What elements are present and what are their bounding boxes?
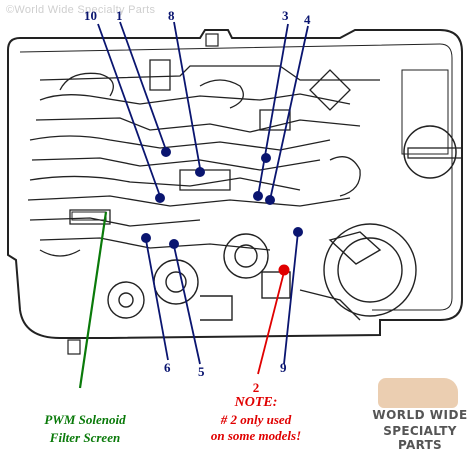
dot-8 xyxy=(195,167,205,177)
dot-2 xyxy=(278,264,290,276)
leader-10 xyxy=(97,23,161,197)
note-heading: NOTE: xyxy=(234,395,278,410)
dot-9 xyxy=(293,227,303,237)
callout-3: 3 xyxy=(282,8,289,23)
leader-3 xyxy=(257,23,289,197)
leader-2 xyxy=(257,271,285,375)
filter-screen-label-2: Filter Screen xyxy=(49,430,121,445)
callout-2: 2 xyxy=(252,380,260,395)
logo-text-1: WORLD WIDE xyxy=(372,408,468,422)
dot-5 xyxy=(169,239,179,249)
note-line-3: on some models! xyxy=(210,428,302,443)
leader-6 xyxy=(145,239,169,361)
dot-3a xyxy=(253,191,263,201)
leader-4 xyxy=(269,25,309,201)
dot-10 xyxy=(155,193,165,203)
leader-filter-screen xyxy=(78,211,108,389)
company-logo: WORLD WIDE SPECIALTY PARTS xyxy=(368,372,472,456)
dot-1 xyxy=(161,147,171,157)
callout-8: 8 xyxy=(168,8,175,23)
callout-9: 9 xyxy=(280,360,287,375)
dot-6 xyxy=(141,233,151,243)
callout-5: 5 xyxy=(198,364,205,379)
watermark-text: ©World Wide Specialty Parts xyxy=(6,4,156,16)
filter-screen-label-1: PWM Solenoid xyxy=(44,412,126,427)
leader-1 xyxy=(119,21,167,151)
dot-4 xyxy=(265,195,275,205)
note-line-2: # 2 only used xyxy=(220,412,292,427)
leader-9 xyxy=(283,231,299,365)
dot-3b xyxy=(261,153,271,163)
housing-outline xyxy=(7,29,463,339)
logo-text-2: SPECIALTY PARTS xyxy=(383,424,457,452)
callout-1: 1 xyxy=(116,8,123,23)
leader-5 xyxy=(173,245,201,365)
callout-6: 6 xyxy=(164,360,171,375)
leader-8 xyxy=(173,21,201,169)
car-graphic xyxy=(378,378,458,408)
callout-4: 4 xyxy=(304,12,311,27)
callout-10: 10 xyxy=(84,8,97,23)
